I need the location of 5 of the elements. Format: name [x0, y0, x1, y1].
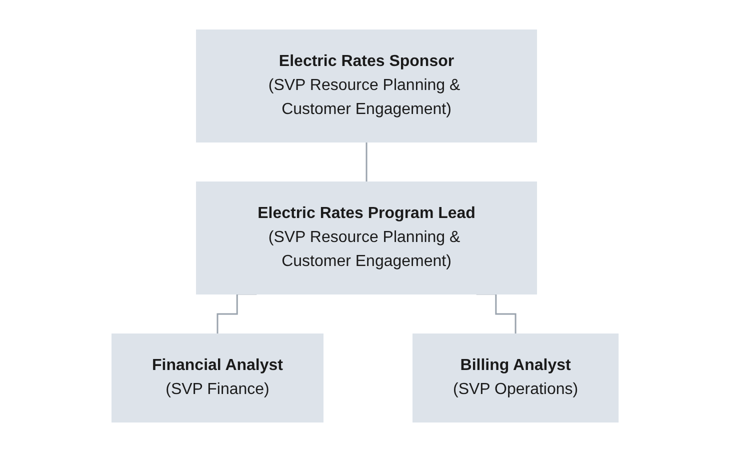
node-box: Electric Rates Sponsor (SVP Resource Planning & Customer Engagement)	[196, 30, 537, 142]
node-box: Billing Analyst (SVP Operations)	[412, 334, 619, 422]
connector	[366, 141, 368, 183]
node-box: Financial Analyst (SVP Finance)	[111, 334, 324, 422]
node-box: Electric Rates Program Lead (SVP Resource Planning & Customer Engagement)	[196, 182, 537, 294]
